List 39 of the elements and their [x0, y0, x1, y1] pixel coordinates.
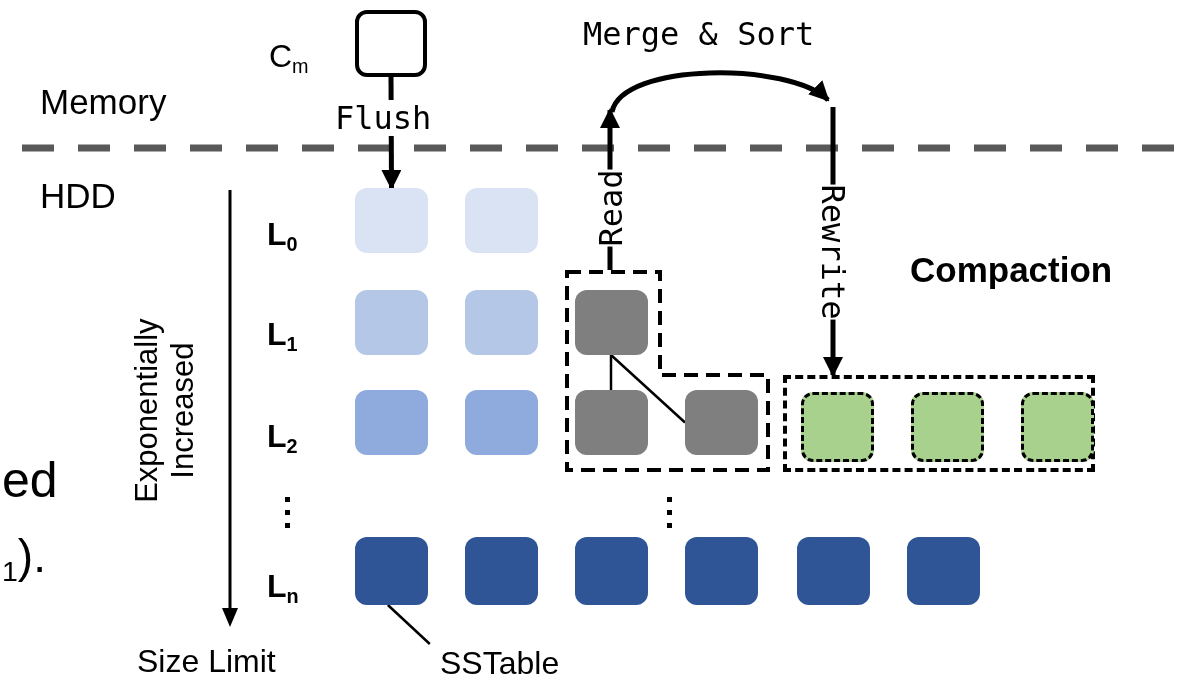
region-label: HDD	[40, 178, 116, 213]
sstable-block	[575, 537, 648, 605]
sstable-block	[911, 392, 984, 462]
cut-off-text: ed	[2, 455, 58, 505]
axis-label: Size Limit	[137, 645, 276, 677]
axis-label: Exponentially Increased	[129, 316, 201, 505]
memtable-box	[355, 10, 427, 77]
process-label: Merge & Sort	[583, 18, 815, 50]
level-label: L$_{n}$	[267, 570, 299, 607]
process-label: Compaction	[910, 252, 1113, 287]
connector-line	[609, 355, 613, 390]
edge-label: Flush	[335, 100, 432, 136]
sstable-block	[465, 390, 538, 455]
sstable-block	[575, 290, 648, 355]
sstable-block	[465, 537, 538, 605]
read-group-outline	[565, 270, 770, 472]
level-label: L$_{1}$	[267, 318, 298, 355]
level-label: L$_{0}$	[267, 218, 298, 255]
connector-line	[610, 354, 686, 424]
leader-line	[387, 604, 431, 645]
sstable-block	[801, 392, 874, 462]
sstable-block	[575, 390, 648, 455]
region-label: Memory	[40, 84, 167, 119]
cut-off-text: $_{1}$).	[2, 533, 46, 586]
sstable-label: SSTable	[440, 644, 610, 682]
sstable-block	[355, 537, 428, 605]
sstable-block	[465, 188, 538, 253]
sstable-block	[685, 537, 758, 605]
sstable-block	[355, 188, 428, 253]
sstable-block	[1021, 392, 1094, 462]
sstable-block	[355, 290, 428, 355]
level-label: L$_{2}$	[267, 420, 298, 457]
sstable-block	[465, 290, 538, 355]
sstable-block	[355, 390, 428, 455]
sstable-block	[797, 537, 870, 605]
rewrite-group-outline	[783, 375, 1095, 472]
sstable-block	[685, 390, 758, 455]
sstable-block	[907, 537, 980, 605]
component-label: C$_{m}$	[269, 40, 309, 77]
